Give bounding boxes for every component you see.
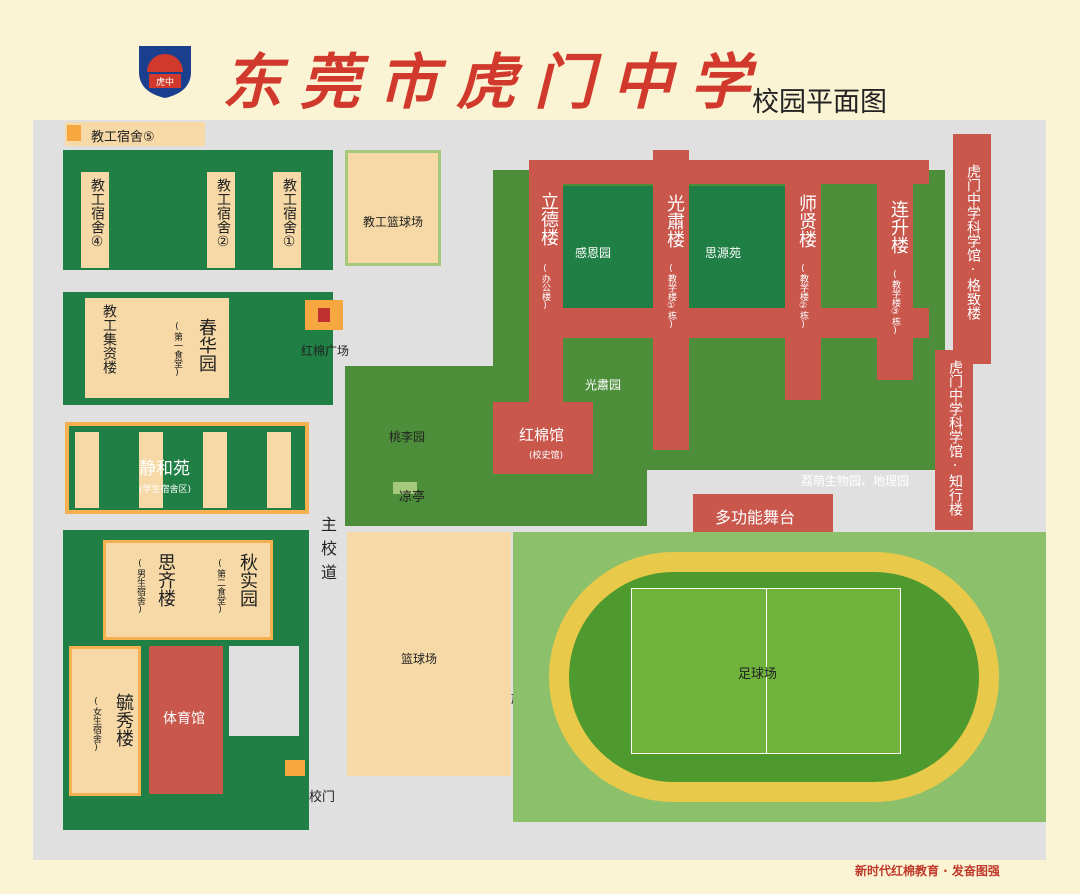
lide-sublabel: (办公楼) (540, 264, 550, 311)
hongmian-hall: 红棉馆 (校史馆) (493, 402, 593, 474)
dorm5-label: 教工宿舍⑤ (91, 130, 155, 145)
stage-label: 多功能舞台 (715, 508, 796, 527)
lawn-square-a (248, 292, 292, 326)
jinghe-label: 静和苑 (139, 459, 190, 479)
shixian-building: 师贤楼 (教学楼②栋) (785, 170, 821, 400)
guangsu-sublabel: (教学楼①栋) (666, 264, 676, 330)
yuxiu-label: 毓秀楼 (113, 693, 134, 747)
dorm5-marker (67, 125, 81, 141)
taoli-label: 桃李园 (389, 430, 426, 444)
map-canvas: 教工宿舍⑤ 教工宿舍④ 教工宿舍② 教工宿舍① 教工集资楼 春华园 (第一食堂)… (33, 120, 1046, 860)
siyuan-garden: 思源苑 (689, 186, 787, 310)
gym-building: 体育馆 (149, 646, 223, 794)
science-zhixing-label: 虎门中学科学馆·知行楼 (947, 360, 963, 516)
qiushi-label: 秋实园 (237, 553, 258, 607)
pavilion-label: 凉亭 (399, 490, 426, 505)
school-emblem: 虎中 (133, 42, 197, 100)
lizhi-garden-label: 荔萌生物园、地理园 (801, 474, 910, 488)
dorm5-block: 教工宿舍⑤ (65, 122, 205, 146)
multi-function-stage: 多功能舞台 (693, 494, 833, 532)
dorm-gap-road (63, 270, 335, 292)
guangsu-label: 光肅楼 (664, 194, 685, 248)
gate-marker (285, 760, 305, 776)
qiushi-sublabel: (第二食堂) (215, 559, 225, 615)
lide-building: 立德楼 (办公楼) (529, 160, 563, 430)
siqi-qiushi-block: 思齐楼 (男生宿舍) 秋实园 (第二食堂) (103, 540, 273, 640)
academic-top-corridor (529, 160, 929, 184)
liansheng-label: 连升楼 (888, 200, 909, 254)
shixian-label: 师贤楼 (796, 194, 817, 248)
sports-field: 足球场 (513, 532, 1046, 822)
chunhua-sublabel: (第一食堂) (172, 322, 182, 378)
dorm2-label: 教工宿舍② (215, 178, 231, 250)
liansheng-sublabel: (教学楼③栋) (890, 270, 900, 336)
chunhua-canteen: 春华园 (第一食堂) (131, 298, 229, 398)
dorm1-block: 教工宿舍① (273, 172, 301, 268)
basketball-label: 篮球场 (401, 652, 438, 666)
lawn-square-b (248, 370, 292, 404)
football-pitch: 足球场 (631, 588, 901, 754)
academic-mid-corridor (529, 308, 929, 338)
staff-building-label: 教工集资楼 (101, 304, 117, 374)
staff-court-label: 教工篮球场 (362, 215, 423, 229)
science-zhixing-building: 虎门中学科学馆·知行楼 (935, 350, 973, 530)
liansheng-building: 连升楼 (教学楼③栋) (877, 170, 913, 380)
jinghe-dorm-area: 静和苑 (学生宿舍区) (65, 422, 309, 514)
science-gezhi-label: 虎门中学科学馆·格致楼 (965, 164, 981, 320)
guangsu-garden-label: 光肅园 (585, 378, 622, 392)
yuxiu-sublabel: (女生宿舍) (91, 697, 101, 753)
footer-slogan: 新时代红棉教育 · 发奋图强 (855, 864, 1000, 878)
hongmian-hall-sublabel: (校史馆) (529, 451, 564, 461)
siyuan-label: 思源苑 (705, 246, 742, 260)
guangsu-building: 光肅楼 (教学楼①栋) (653, 150, 689, 450)
staff-basketball-court: 教工篮球场 (345, 150, 441, 266)
ganen-label: 感恩园 (575, 246, 612, 260)
football-label: 足球场 (738, 667, 778, 682)
staff-building: 教工集资楼 (85, 298, 131, 398)
gym-label: 体育馆 (163, 711, 205, 727)
yuxiu-building: 毓秀楼 (女生宿舍) (69, 646, 141, 796)
jinghe-sublabel: (学生宿舍区) (139, 485, 192, 495)
dorm4-label: 教工宿舍④ (89, 178, 105, 250)
chunhua-label: 春华园 (196, 318, 217, 372)
dorm1-label: 教工宿舍① (281, 178, 297, 250)
basketball-courts: 篮球场 (347, 532, 511, 776)
science-gezhi-building: 虎门中学科学馆·格致楼 (953, 134, 991, 364)
pavilion-marker (393, 482, 417, 494)
dorm4-block: 教工宿舍④ (81, 172, 109, 268)
map-title: 校园平面图 (752, 87, 887, 118)
hongmian-square-label: 红棉广场 (301, 344, 350, 358)
ganen-garden: 感恩园 (561, 186, 653, 310)
hongmian-square-marker (305, 300, 343, 330)
gate-label: 校门 (309, 790, 336, 805)
siqi-sublabel: (男生宿舍) (135, 559, 145, 615)
shixian-sublabel: (教学楼②栋) (798, 264, 808, 330)
dorm2-block: 教工宿舍② (207, 172, 235, 268)
lide-label: 立德楼 (538, 192, 559, 246)
school-name-title: 东莞市虎门中学 (222, 48, 768, 118)
emblem-text: 虎中 (155, 78, 174, 88)
main-road-label: 主校道 (318, 516, 337, 588)
hongmian-hall-label: 红棉馆 (519, 426, 565, 444)
gym-side-plaza (229, 646, 299, 736)
siqi-label: 思齐楼 (155, 553, 176, 607)
